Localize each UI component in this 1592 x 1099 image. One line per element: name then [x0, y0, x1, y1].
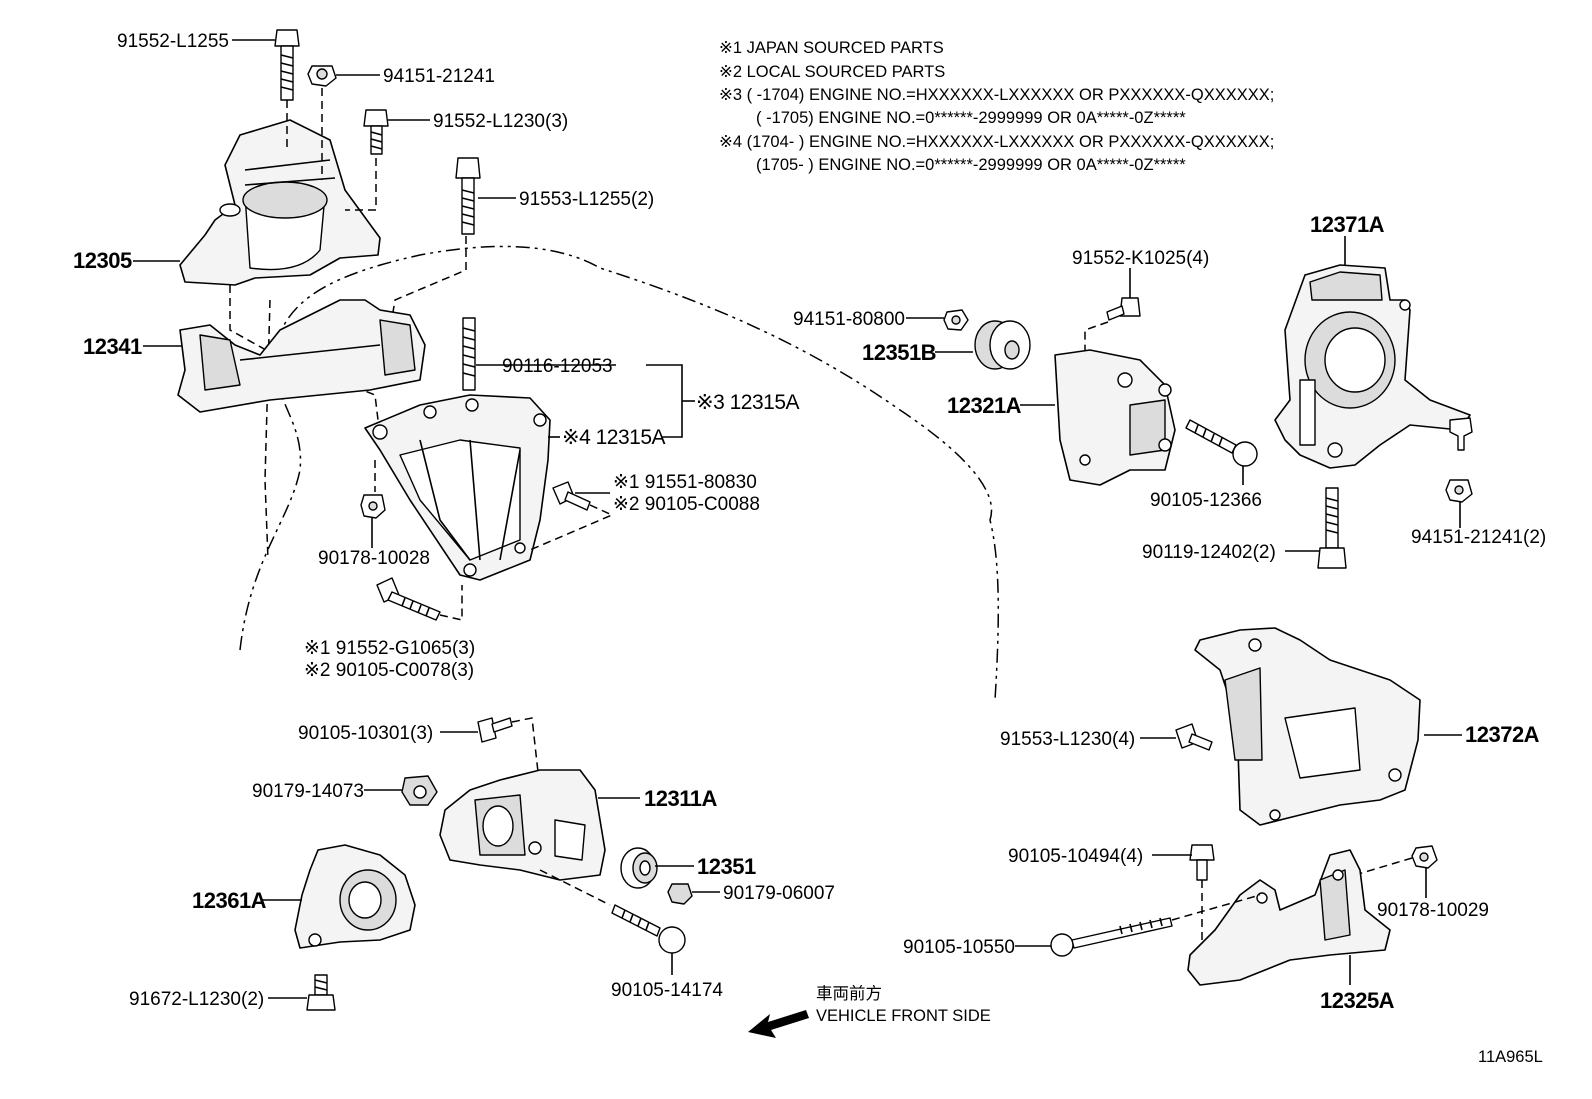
label-91552-K1025: 91552-K1025(4): [1072, 248, 1209, 269]
notes-block: ※1 JAPAN SOURCED PARTS ※2 LOCAL SOURCED …: [719, 39, 1274, 174]
bolt-90105-14174-icon: [611, 904, 686, 954]
nut-90178-10029-icon: [1411, 845, 1438, 869]
bolt-91552-L1255-icon: [274, 29, 300, 101]
bolt-90105-12366-icon: [1185, 419, 1258, 467]
part-labels: 91552-L1255 94151-21241 91552-L1230(3) 9…: [73, 31, 1546, 1013]
label-90105-10494: 90105-10494(4): [1008, 846, 1143, 867]
bolt-90105-10301-icon: [477, 717, 513, 743]
label-90179-06007: 90179-06007: [723, 883, 835, 904]
front-en-label: VEHICLE FRONT SIDE: [816, 1007, 991, 1025]
label-90116-12053: 90116-12053: [502, 356, 613, 377]
label-12315A-3: ※3 12315A: [696, 391, 800, 414]
bolt-91552-L1230-icon: [363, 109, 389, 155]
stud-90116-12053-icon: [462, 317, 476, 391]
label-90179-14073: 90179-14073: [252, 781, 364, 802]
bolt-91551-80830-icon: [552, 481, 591, 511]
label-12371A: 12371A: [1310, 212, 1385, 237]
bolt-90105-10550-icon: [1050, 917, 1173, 957]
label-12351B: 12351B: [862, 340, 936, 365]
nut-90178-10028-icon: [360, 494, 386, 519]
label-91553-L1230: 91553-L1230(4): [1000, 729, 1135, 750]
bolt-91552-G1065-icon: [376, 577, 441, 621]
label-94151-21241: 94151-21241: [383, 66, 495, 87]
note-3b: ( -1705) ENGINE NO.=0******-2999999 OR 0…: [756, 109, 1186, 127]
label-91672-L1230: 91672-L1230(2): [129, 989, 264, 1010]
bracket-12315A: [364, 394, 551, 581]
mount-12361A: [294, 844, 416, 949]
nut-90179-14073-icon: [401, 775, 438, 806]
label-94151-21241-r: 94151-21241(2): [1411, 527, 1546, 548]
label-12361A: 12361A: [192, 888, 267, 913]
label-12351: 12351: [697, 854, 756, 879]
front-jp-label: 車両前方: [816, 984, 882, 1003]
label-12321A: 12321A: [947, 393, 1022, 418]
engine-outline: [239, 245, 1000, 701]
label-91552-L1230: 91552-L1230(3): [433, 111, 568, 132]
leader-lines: [133, 39, 1462, 999]
note-4b: (1705- ) ENGINE NO.=0******-2999999 OR 0…: [756, 156, 1186, 174]
label-12305: 12305: [73, 248, 132, 273]
label-90105-10301: 90105-10301(3): [298, 723, 433, 744]
mount-12371A: [1274, 264, 1473, 469]
nut-94151-80800-icon: [943, 309, 969, 331]
bushing-12351B-icon: [974, 320, 1031, 370]
bolt-91553-L1230-icon: [1175, 723, 1213, 751]
diagram-code: 11A965L: [1478, 1048, 1543, 1066]
bolt-91672-L1230-icon: [306, 974, 336, 1011]
label-90178-10028: 90178-10028: [318, 548, 430, 569]
label-90178-10029: 90178-10029: [1377, 900, 1489, 921]
vehicle-front-indicator: 車両前方 VEHICLE FRONT SIDE: [748, 984, 991, 1038]
bracket-12341: [177, 299, 426, 413]
label-94151-80800: 94151-80800: [793, 309, 905, 330]
label-12372A: 12372A: [1465, 722, 1540, 747]
nut-94151-21241-right-icon: [1445, 479, 1473, 503]
nut-94151-21241-icon: [307, 65, 337, 87]
note-3a: ※3 ( -1704) ENGINE NO.=HXXXXXX-LXXXXXX O…: [719, 86, 1274, 104]
bracket-12321A: [1054, 349, 1176, 486]
label-12341: 12341: [83, 334, 142, 359]
note-4a: ※4 (1704- ) ENGINE NO.=HXXXXXX-LXXXXXX O…: [719, 133, 1274, 151]
bushing-12351-icon: [620, 847, 658, 889]
label-90105-12366: 90105-12366: [1150, 490, 1262, 511]
label-91553-L1255: 91553-L1255(2): [519, 189, 654, 210]
label-91552-L1255: 91552-L1255: [117, 31, 229, 52]
bolt-90119-12402-icon: [1317, 487, 1347, 569]
bracket-12325A: [1187, 849, 1391, 986]
bolt-91552-K1025-icon: [1106, 297, 1141, 321]
nut-90179-06007-icon: [667, 883, 693, 905]
label-12311A: 12311A: [644, 786, 717, 811]
label-91551-80830: ※1 91551-80830: [613, 472, 757, 493]
bracket-12372A: [1194, 627, 1421, 826]
engine-mount-12305: [179, 119, 381, 286]
note-1: ※1 JAPAN SOURCED PARTS: [719, 39, 944, 57]
label-12325A: 12325A: [1320, 988, 1395, 1013]
label-91552-G1065: ※1 91552-G1065(3): [304, 638, 475, 659]
front-arrow-icon: [748, 1010, 809, 1038]
label-90105-10550: 90105-10550: [903, 937, 1015, 958]
label-90119-12402: 90119-12402(2): [1142, 542, 1276, 563]
label-90105-14174: 90105-14174: [611, 980, 723, 1001]
note-2: ※2 LOCAL SOURCED PARTS: [719, 63, 945, 81]
bracket-12311A: [439, 769, 606, 881]
label-12315A-4: ※4 12315A: [562, 426, 666, 449]
label-90105-C0088: ※2 90105-C0088: [613, 494, 760, 515]
bolt-91553-L1255-icon: [455, 157, 481, 235]
bolt-90105-10494-icon: [1189, 844, 1215, 881]
label-90105-C0078: ※2 90105-C0078(3): [304, 660, 474, 681]
